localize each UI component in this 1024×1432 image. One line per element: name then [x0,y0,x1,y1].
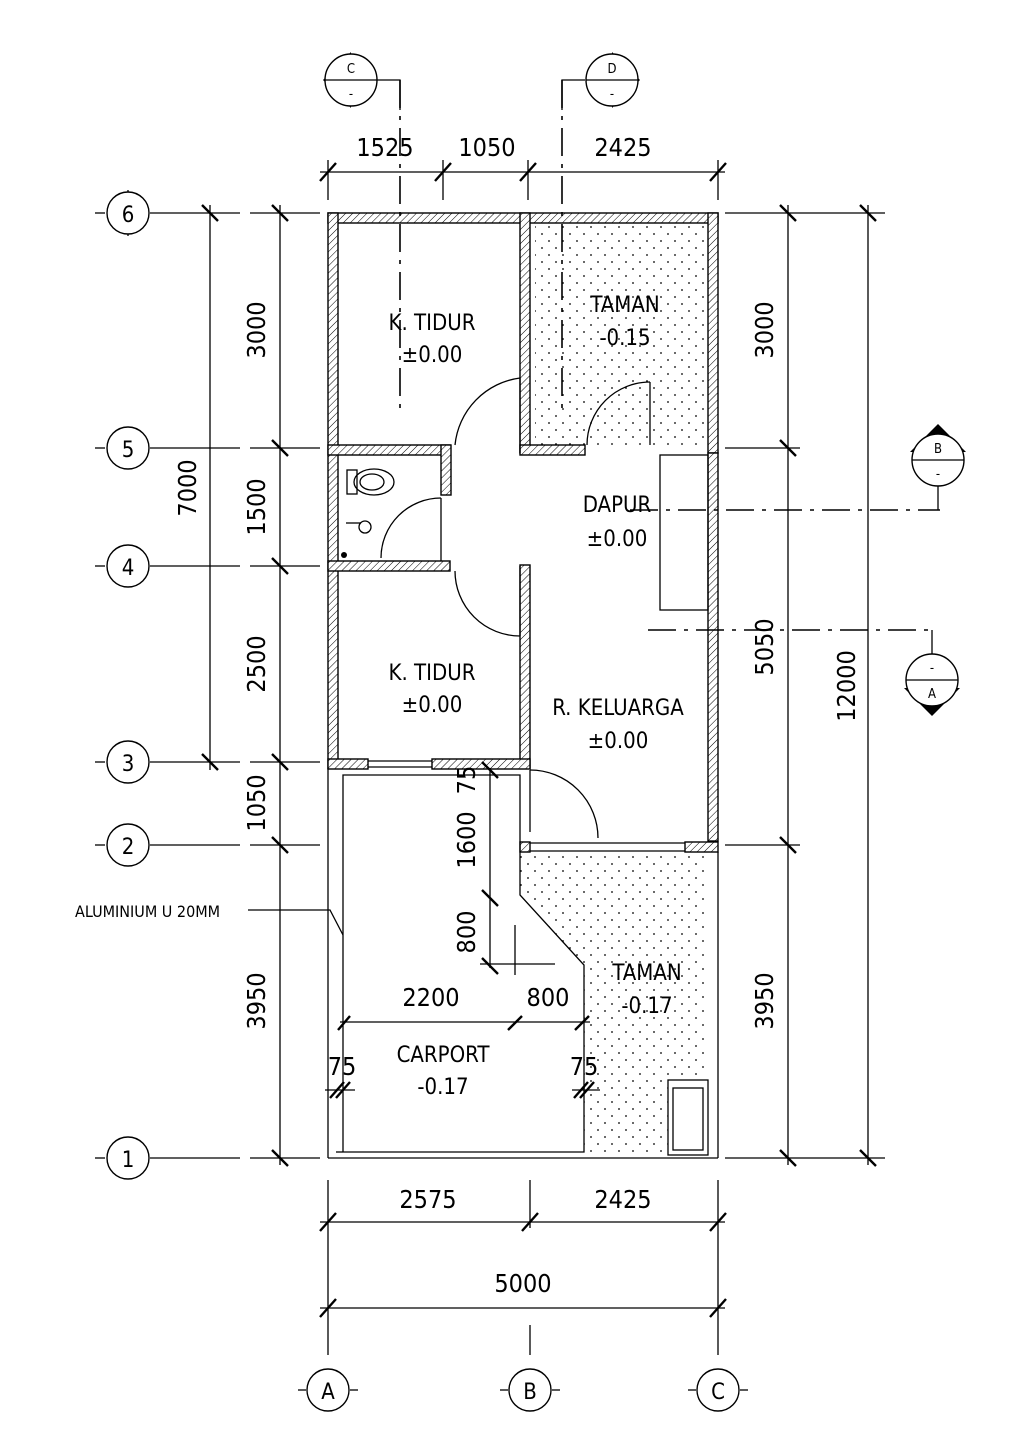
grid-bubble-a: A [298,1368,358,1412]
dim-left-3000: 3000 [242,301,271,358]
dim-left-1500: 1500 [242,478,271,535]
svg-text:5: 5 [122,438,135,463]
room-level-bedroom-top: ±0.00 [402,343,463,368]
room-name-kitchen: DAPUR [583,493,652,518]
dim-bottom-5000: 5000 [494,1269,551,1298]
svg-text:A: A [321,1380,335,1405]
dim-carport-75-right: 75 [570,1052,599,1081]
section-cut-lines [377,79,940,631]
svg-text:-: - [936,467,940,482]
svg-text:B: B [934,442,942,457]
grid-bubble-3: 3 [95,740,150,784]
svg-text:C: C [347,62,355,77]
dim-left-1050: 1050 [242,774,271,831]
dim-bottom-2575: 2575 [399,1185,456,1214]
svg-text:-: - [349,87,353,102]
room-name-carport: CARPORT [397,1043,491,1068]
grid-bubble-6: 6 [95,190,150,236]
room-name-garden-rear: TAMAN [589,293,659,318]
dim-right-3000: 3000 [750,301,779,358]
section-marker-a: - A [904,630,960,716]
dim-bottom-2425: 2425 [594,1185,651,1214]
section-marker-d: D - [585,52,640,108]
room-level-garden-rear: -0.15 [599,326,650,351]
grid-bubble-4: 4 [95,544,150,588]
svg-text:B: B [523,1380,537,1405]
svg-text:6: 6 [122,203,135,228]
grid-bubble-1: 1 [95,1136,150,1180]
grid-bubble-5: 5 [95,426,150,470]
room-name-family-room: R. KELUARGA [552,696,684,721]
room-level-bedroom-bottom: ±0.00 [402,693,463,718]
room-level-carport: -0.17 [417,1075,468,1100]
room-name-garden-front: TAMAN [611,961,681,986]
section-marker-b: B - [910,424,966,510]
svg-text:C: C [711,1380,725,1405]
dim-right-12000: 12000 [832,650,861,722]
svg-text:4: 4 [122,556,135,581]
garden-rear-fill [535,222,707,448]
dim-left-2500: 2500 [242,635,271,692]
room-name-bedroom-top: K. TIDUR [389,311,476,336]
note-text: ALUMINIUM U 20MM [75,902,220,921]
svg-text:-: - [930,661,934,676]
dim-carport-2200: 2200 [402,983,459,1012]
grid-bubble-c: C [688,1368,748,1412]
room-name-bedroom-bottom: K. TIDUR [389,661,476,686]
site-outline [327,768,719,1159]
dim-top-1525: 1525 [356,133,413,162]
grid-bubble-b: B [500,1368,560,1412]
walls [327,212,719,853]
room-level-family-room: ±0.00 [588,729,649,754]
note-leader [248,909,344,936]
kitchen-counter [659,454,709,611]
dim-carport-800-v: 800 [452,911,481,954]
grid-lines [150,160,885,1355]
doors [380,377,651,839]
bathroom-fixtures [341,468,395,558]
dim-left-3950: 3950 [242,972,271,1029]
garden-front-fill [520,853,707,1155]
svg-text:2: 2 [122,835,135,860]
room-level-garden-front: -0.17 [621,994,672,1019]
svg-text:D: D [607,62,616,77]
dim-carport-800-h: 800 [527,983,570,1012]
windows [368,760,685,852]
svg-text:1: 1 [122,1148,135,1173]
dim-carport-75-top: 75 [452,766,481,795]
dim-left-7000: 7000 [173,459,202,516]
svg-text:A: A [928,687,936,702]
grid-bubble-2: 2 [95,823,150,867]
dim-right-5050: 5050 [750,618,779,675]
section-marker-c: C - [323,52,378,108]
dim-right-3950: 3950 [750,972,779,1029]
svg-text:3: 3 [122,752,135,777]
dim-top-1050: 1050 [458,133,515,162]
room-level-kitchen: ±0.00 [587,527,648,552]
dim-top-2425: 2425 [594,133,651,162]
dimension-lines [201,162,877,1318]
dim-carport-75-left: 75 [328,1052,357,1081]
dim-carport-1600: 1600 [452,811,481,868]
svg-text:-: - [610,87,614,102]
